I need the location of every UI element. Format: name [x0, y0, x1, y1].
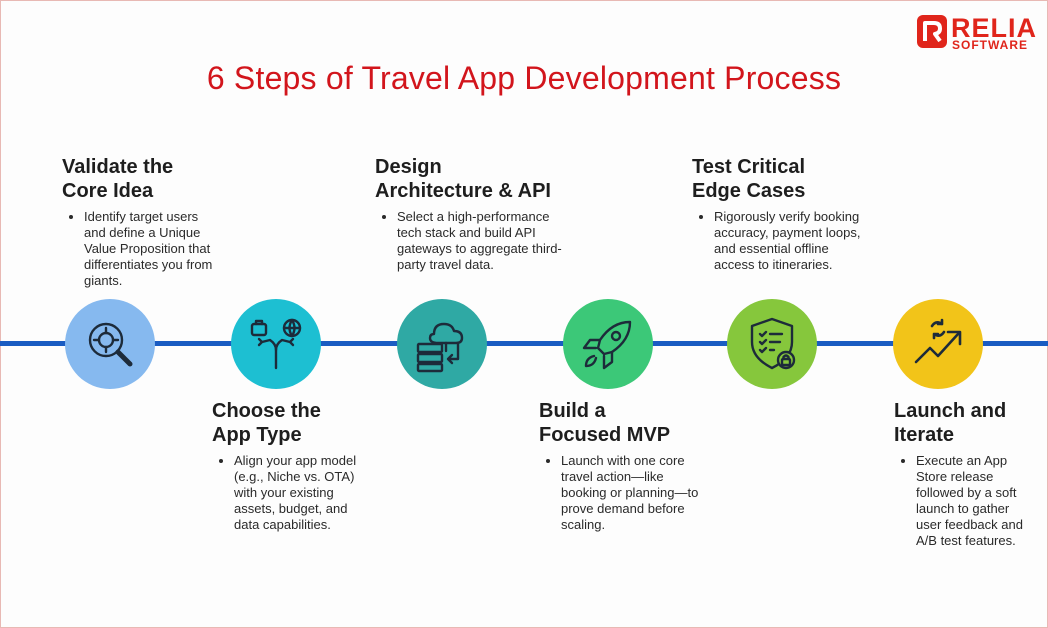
timeline-line	[0, 341, 1048, 346]
step-6-node	[893, 299, 983, 389]
cloud-server-icon	[416, 322, 464, 373]
page-title: 6 Steps of Travel App Development Proces…	[206, 60, 842, 96]
step-6-description: Execute an App Store release followed by…	[916, 453, 1036, 549]
step-2-node	[231, 299, 321, 389]
branching-paths-icon	[250, 318, 302, 370]
brand-name: RELIA	[951, 13, 1037, 43]
step-3-node	[397, 299, 487, 389]
rocket-icon	[582, 320, 632, 370]
step-5-description: Rigorously verify booking accuracy, paym…	[714, 209, 864, 273]
step-5-node	[727, 299, 817, 389]
step-2-description: Align your app model (e.g., Niche vs. OT…	[234, 453, 372, 533]
magnifier-target-icon	[88, 322, 133, 367]
step-1-description: Identify target users and define a Uniqu…	[84, 209, 222, 289]
step-4-description: Launch with one core travel action—like …	[561, 453, 701, 533]
step-4-node	[563, 299, 653, 389]
relia-logo-icon	[917, 15, 947, 48]
step-1-node	[65, 299, 155, 389]
brand-sub: SOFTWARE	[952, 38, 1028, 52]
step-3-description: Select a high-performance tech stack and…	[397, 209, 562, 273]
shield-checklist-icon	[750, 317, 796, 370]
growth-arrow-icon	[914, 318, 962, 364]
